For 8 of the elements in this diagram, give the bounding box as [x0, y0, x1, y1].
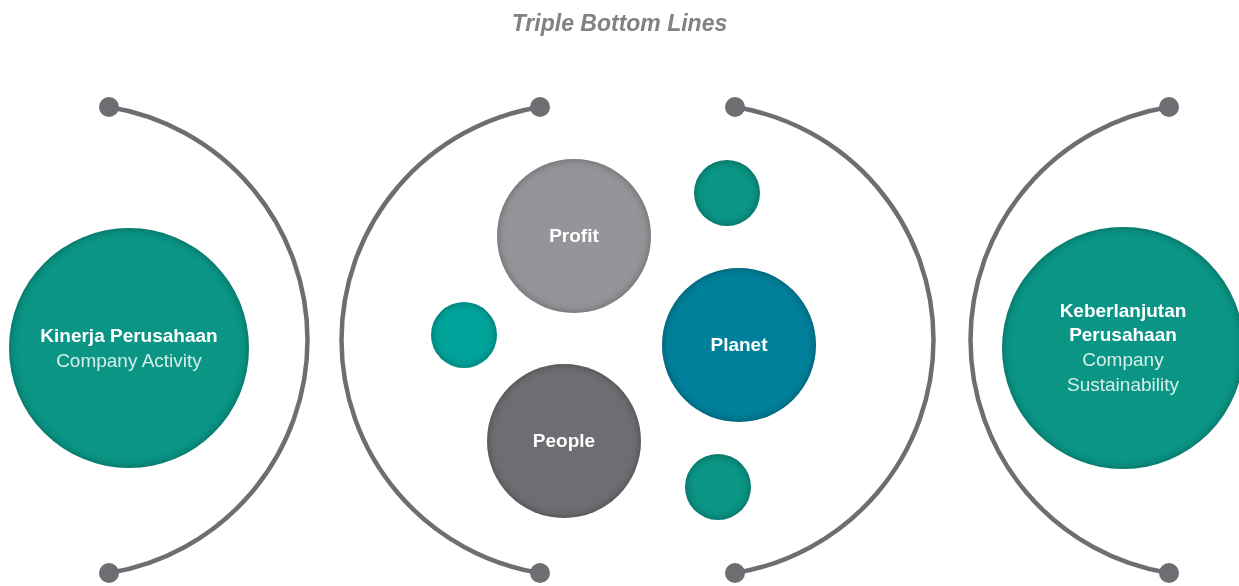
circle-heading: People — [532, 429, 596, 453]
circle-heading: Keberlanjutan Perusahaan — [1058, 299, 1188, 347]
circle-subtitle: Company Activity — [56, 348, 202, 373]
circle-subtitle: Company Sustainability — [1066, 348, 1180, 397]
circle-heading: Planet — [710, 333, 768, 357]
circle-heading: Kinerja Perusahaan — [40, 323, 218, 348]
diagram-title: Triple Bottom Lines — [510, 10, 729, 37]
circle-heading: Profit — [549, 224, 599, 248]
